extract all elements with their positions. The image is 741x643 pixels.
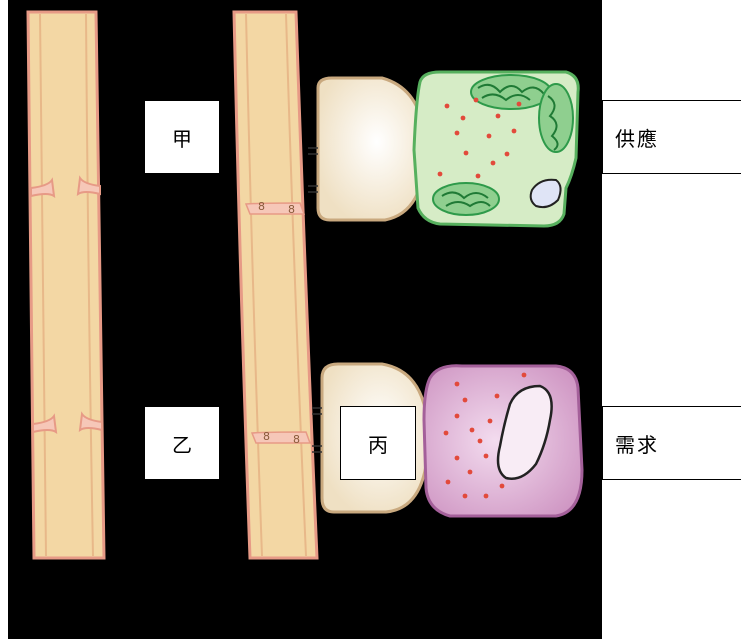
svg-text:8: 8 <box>258 200 265 213</box>
chloroplast <box>433 183 499 215</box>
label-bing: 丙 <box>340 406 416 480</box>
companion-cell-upper <box>308 78 425 220</box>
left-tube <box>28 12 104 558</box>
svg-text:8: 8 <box>288 203 295 216</box>
label-yi: 乙 <box>144 406 220 480</box>
label-demand: 需求 <box>602 406 741 480</box>
svg-text:8: 8 <box>293 433 300 446</box>
source-cell <box>414 72 578 226</box>
sink-cell <box>424 366 582 516</box>
chloroplast <box>471 75 551 109</box>
svg-text:8: 8 <box>263 430 270 443</box>
label-jia: 甲 <box>144 100 220 174</box>
label-supply: 供應 <box>602 100 741 174</box>
